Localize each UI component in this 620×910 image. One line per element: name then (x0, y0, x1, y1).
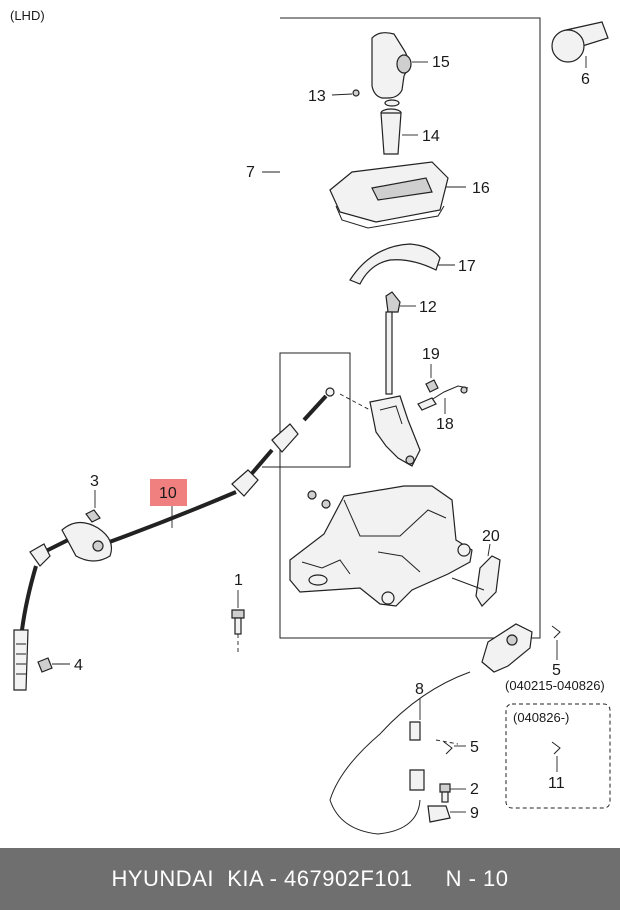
callout-12: 12 (419, 299, 437, 316)
part-12-lever-assembly (369, 291, 421, 467)
callout-20: 20 (482, 528, 500, 545)
part-6-bulb (551, 21, 609, 68)
part-14-shift-rod (380, 108, 418, 155)
assembly-outline (262, 17, 541, 639)
callout-10: 10 (159, 485, 177, 502)
callout-15: 15 (432, 54, 450, 71)
variant-label: (LHD) (10, 8, 45, 23)
callout-6: 6 (581, 71, 590, 88)
part-1-bolt (231, 590, 245, 652)
part-20-solenoid (451, 543, 501, 607)
callout-13: 13 (308, 88, 326, 105)
callout-19: 19 (422, 346, 440, 363)
part-2-bolt (439, 783, 466, 803)
part-9-bracket (427, 805, 466, 823)
part-15-shift-knob (371, 32, 428, 107)
callout-1: 1 (234, 572, 243, 589)
shift-base-housing (289, 485, 473, 607)
date-range-note: (040215-040826) (505, 678, 605, 693)
part-13-screw (331, 89, 360, 97)
part-11-clip (551, 741, 561, 772)
footer-bar: HYUNDAI KIA - 467902F101 N - 10 (0, 848, 620, 910)
part-5-clip-upper (551, 625, 561, 660)
inset-box (505, 703, 611, 809)
part-3-nut (85, 490, 101, 523)
parts-diagram: (LHD) (10, 8, 611, 835)
inset-note: (040826-) (513, 710, 569, 725)
callout-2: 2 (470, 781, 479, 798)
callout-11: 11 (548, 775, 565, 792)
callout-9: 9 (470, 805, 479, 822)
part-5-clip-lower (443, 741, 466, 755)
callout-18: 18 (436, 416, 454, 433)
part-18-clip (417, 385, 469, 414)
callout-3: 3 (90, 473, 99, 490)
footer-text: HYUNDAI KIA - 467902F101 N - 10 (111, 866, 509, 891)
callout-7: 7 (246, 164, 255, 181)
part-16-indicator-panel (329, 161, 466, 229)
callout-17: 17 (458, 258, 476, 275)
highlight-box-10 (150, 479, 187, 506)
part-19-nut (425, 364, 439, 393)
callout-16: 16 (472, 180, 490, 197)
callout-4: 4 (74, 657, 83, 674)
part-8-cable (329, 623, 533, 835)
callout-8: 8 (415, 681, 424, 698)
part-4-nut (37, 657, 70, 673)
part-17-cover (349, 243, 455, 285)
part-10-shift-cable (13, 387, 335, 691)
callout-5a: 5 (552, 662, 561, 679)
callout-5b: 5 (470, 739, 479, 756)
callout-14: 14 (422, 128, 440, 145)
